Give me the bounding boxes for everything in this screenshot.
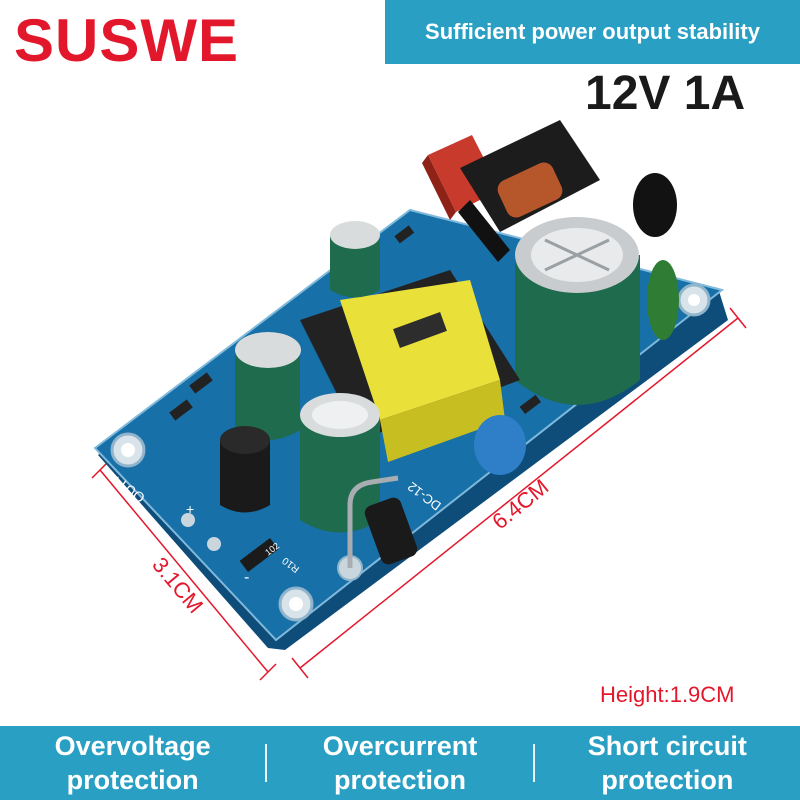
ntc-thermistor bbox=[633, 173, 677, 237]
feature-line: Short circuit bbox=[587, 731, 747, 761]
banner-text: Sufficient power output stability bbox=[425, 19, 760, 44]
width-dimension bbox=[91, 461, 277, 681]
stability-banner: Sufficient power output stability bbox=[385, 0, 800, 64]
small-capacitor-1 bbox=[330, 221, 380, 298]
feature-line: protection bbox=[333, 765, 466, 795]
film-capacitor bbox=[647, 260, 679, 340]
small-capacitor-2 bbox=[235, 332, 301, 440]
output-inductor bbox=[220, 426, 270, 513]
feature-line: protection bbox=[601, 765, 734, 795]
feature-line: Overvoltage bbox=[54, 731, 211, 761]
choke-inductor bbox=[458, 120, 600, 262]
feature-footer: Overvoltage protection Overcurrent prote… bbox=[0, 726, 800, 800]
y-capacitor bbox=[474, 415, 526, 475]
brand-logo: SUSWE bbox=[14, 7, 240, 74]
height-label: Height:1.9CM bbox=[600, 682, 735, 707]
feature-overvoltage: Overvoltage protection bbox=[0, 726, 265, 800]
large-capacitor bbox=[515, 217, 640, 405]
silkscreen-minus: - bbox=[244, 569, 249, 586]
feature-line: Overcurrent bbox=[322, 731, 478, 761]
feature-divider bbox=[532, 744, 535, 782]
output-capacitor bbox=[300, 393, 380, 533]
rating-label: 12V 1A bbox=[585, 67, 746, 120]
feature-overcurrent: Overcurrent protection bbox=[267, 726, 532, 800]
rectifier-diode bbox=[347, 475, 418, 568]
feature-short-circuit: Short circuit protection bbox=[535, 726, 800, 800]
length-dimension bbox=[291, 307, 747, 679]
silkscreen-plus: + bbox=[186, 501, 194, 517]
feature-divider bbox=[265, 744, 268, 782]
feature-line: protection bbox=[66, 765, 199, 795]
